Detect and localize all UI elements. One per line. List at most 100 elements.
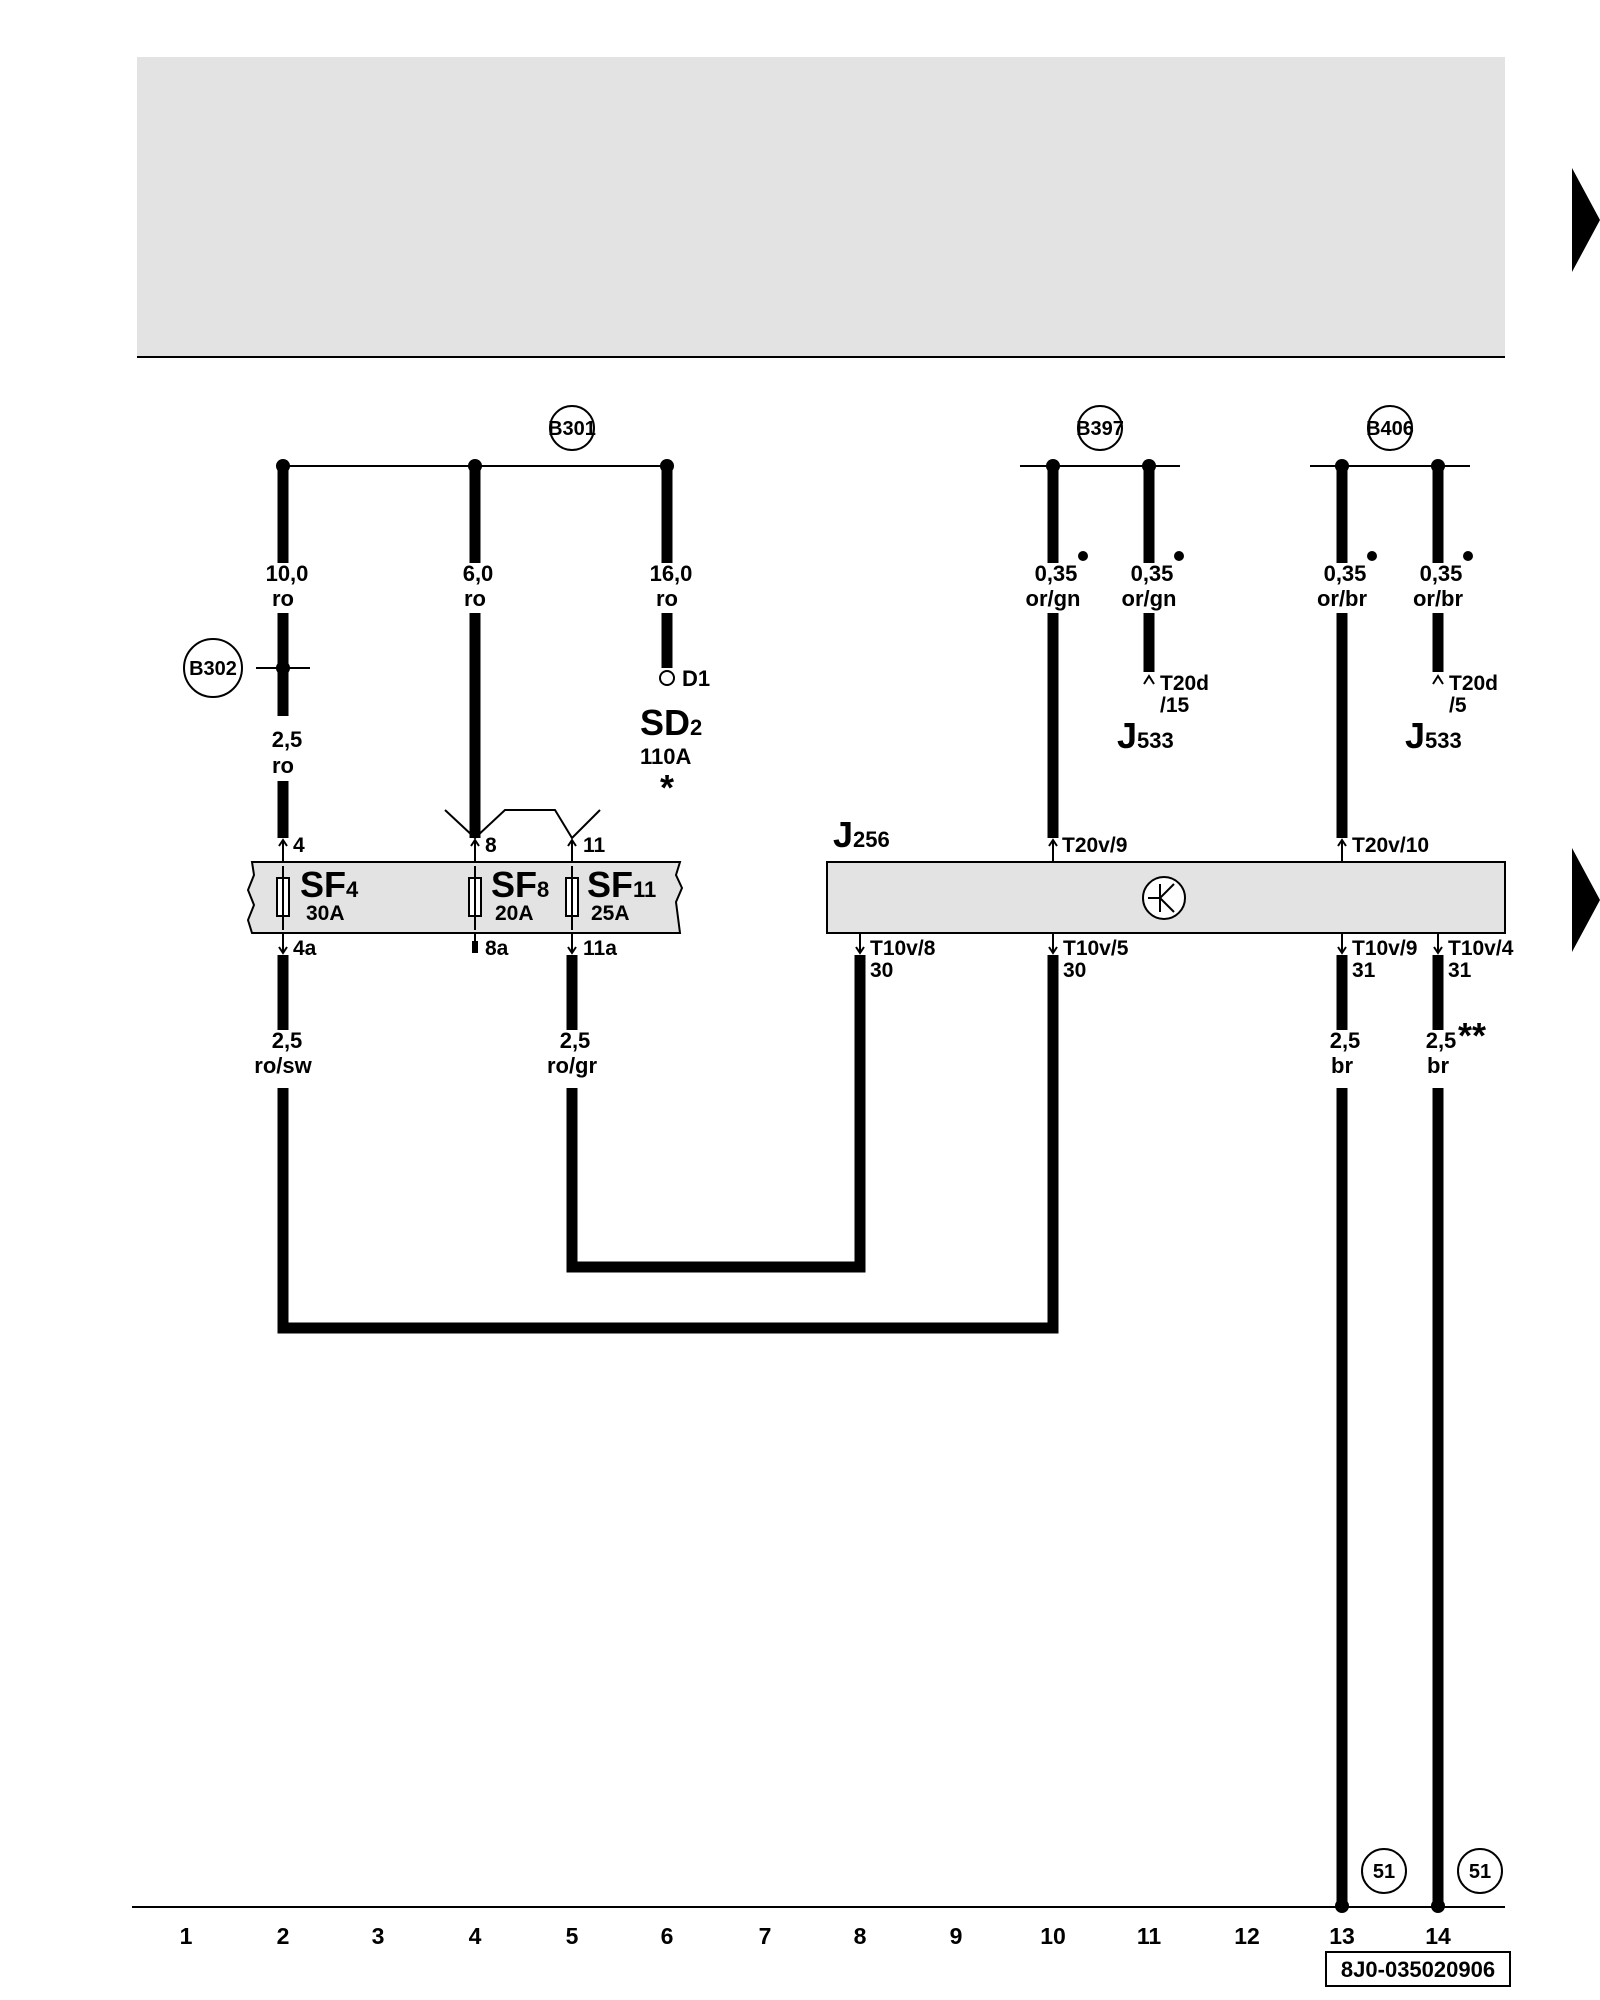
connector-top-pin xyxy=(1337,838,1347,862)
fuse-sf8: SF8 20A xyxy=(468,864,549,930)
j256-terminal: 31 xyxy=(1352,959,1376,982)
fuse-name: SF xyxy=(491,864,537,905)
wire-size: 0,35 xyxy=(1420,561,1463,586)
bus-b397-label: B397 xyxy=(1076,418,1124,440)
svg-text:SF11: SF11 xyxy=(587,864,656,905)
sd2-label: SD2 110A * xyxy=(640,702,702,808)
j256-pin-bottom: T10v/8 xyxy=(870,937,936,960)
terminal-d1-label: D1 xyxy=(682,666,710,691)
fuse-name: SF xyxy=(587,864,633,905)
fuse-rating: 20A xyxy=(495,902,534,925)
connector-bottom-pin xyxy=(1048,933,1058,955)
fuse-pin-top: 8 xyxy=(485,834,497,857)
fuse-rating: 30A xyxy=(306,902,345,925)
fuse-pin-top: 11 xyxy=(583,834,606,857)
wire-note-asterisks: ** xyxy=(1458,1015,1486,1056)
svg-text:SF4: SF4 xyxy=(300,864,359,905)
wire-size: 0,35 xyxy=(1324,561,1367,586)
connector-top-pin xyxy=(567,838,577,862)
wire-size: 10,0 xyxy=(266,561,309,586)
grid-number: 6 xyxy=(661,1923,674,1949)
note-dot xyxy=(1078,551,1088,561)
wire-color: or/gn xyxy=(1122,586,1177,611)
junction-dot xyxy=(276,661,290,675)
j256-pin-bottom: T10v/5 xyxy=(1063,937,1129,960)
wire-color: ro xyxy=(656,586,678,611)
sd2-name: SD xyxy=(640,702,690,743)
doc-id: 8J0-035020906 xyxy=(1341,1957,1495,1982)
connector-bottom-pin xyxy=(1337,933,1347,955)
j533-label: J533 xyxy=(1117,715,1174,756)
wire-color: ro/sw xyxy=(254,1053,312,1078)
grid-number: 10 xyxy=(1040,1923,1066,1949)
fuse-sub: 8 xyxy=(537,877,549,902)
j533-pin-no: /15 xyxy=(1160,694,1190,717)
grid-number: 5 xyxy=(566,1923,579,1949)
grid-number: 2 xyxy=(277,1923,290,1949)
j256-pin-top: T20v/9 xyxy=(1062,834,1127,857)
fuse-sf4: SF4 30A xyxy=(276,864,359,930)
sd2-asterisk: * xyxy=(660,767,674,808)
wire-size: 2,5 xyxy=(272,727,303,752)
bus-b301-label: B301 xyxy=(548,418,596,440)
grid-number: 14 xyxy=(1425,1923,1451,1949)
note-dot xyxy=(1463,551,1473,561)
bus-b406-marker: B406 xyxy=(1366,405,1414,451)
bus-b302-marker: B302 xyxy=(183,638,243,698)
wire-size: 0,35 xyxy=(1035,561,1078,586)
connector-top-pin xyxy=(1048,838,1058,862)
svg-text:SD2: SD2 xyxy=(640,702,702,743)
wire-color: ro xyxy=(464,586,486,611)
wire-color: or/br xyxy=(1317,586,1368,611)
wire-color: or/gn xyxy=(1026,586,1081,611)
grid-number: 9 xyxy=(950,1923,963,1949)
grid-number: 7 xyxy=(759,1923,772,1949)
fuse-pin-top: 4 xyxy=(293,834,305,857)
connector-bottom-pin xyxy=(472,933,478,953)
ref-51-marker[interactable]: 51 xyxy=(1457,1848,1503,1894)
connector-pin-icon xyxy=(1432,674,1444,685)
j256-terminal: 31 xyxy=(1448,959,1472,982)
j533-pin: T20d xyxy=(1160,672,1209,695)
header-panel xyxy=(137,57,1505,357)
fuse-rating: 25A xyxy=(591,902,630,925)
page-arrow-icon[interactable] xyxy=(1572,168,1600,272)
j256-pin-top: T20v/10 xyxy=(1352,834,1429,857)
wire-size: 16,0 xyxy=(650,561,693,586)
j256-terminal: 30 xyxy=(1063,959,1086,982)
wire-col5-to-j256 xyxy=(566,955,866,1273)
j256-pin-bottom: T10v/9 xyxy=(1352,937,1417,960)
grid-number: 3 xyxy=(372,1923,385,1949)
connector-bottom-pin xyxy=(1433,933,1443,955)
wire-color: br xyxy=(1331,1053,1353,1078)
fuse-pin-bottom: 4a xyxy=(293,937,317,960)
ref-51-label: 51 xyxy=(1469,1861,1491,1883)
connector-top-pin xyxy=(278,838,288,862)
j533-pin-no: /5 xyxy=(1449,694,1467,717)
grid-number: 12 xyxy=(1234,1923,1260,1949)
wire-col2-to-j256 xyxy=(277,955,1059,1334)
grid-number: 4 xyxy=(469,1923,482,1949)
bus-b397-marker: B397 xyxy=(1076,405,1124,451)
connector-pin-icon xyxy=(1143,674,1155,685)
connector-bottom-pin xyxy=(278,933,288,955)
j256-pin-bottom: T10v/4 xyxy=(1448,937,1514,960)
wire-color: ro/gr xyxy=(547,1053,598,1078)
wire-color: or/br xyxy=(1413,586,1464,611)
fuse-sf11: SF11 25A xyxy=(565,864,656,930)
transistor-icon xyxy=(1142,876,1186,920)
ref-51-marker[interactable]: 51 xyxy=(1361,1848,1407,1894)
j256-terminal: 30 xyxy=(870,959,893,982)
wire-size: 2,5 xyxy=(1330,1028,1361,1053)
j533-label: J533 xyxy=(1405,715,1462,756)
fuse-sub: 4 xyxy=(346,877,359,902)
j256-label: J256 xyxy=(833,814,890,855)
fuse-pin-bottom: 8a xyxy=(485,937,509,960)
page-arrow-icon[interactable] xyxy=(1572,848,1600,952)
connector-top-pin xyxy=(470,838,480,862)
grid-numbers: 1 2 3 4 5 6 7 8 9 10 11 12 13 14 xyxy=(180,1923,1451,1949)
terminal-d1-icon xyxy=(659,670,675,686)
bus-b301-marker: B301 xyxy=(548,405,596,451)
bus-b302-label: B302 xyxy=(189,658,237,680)
